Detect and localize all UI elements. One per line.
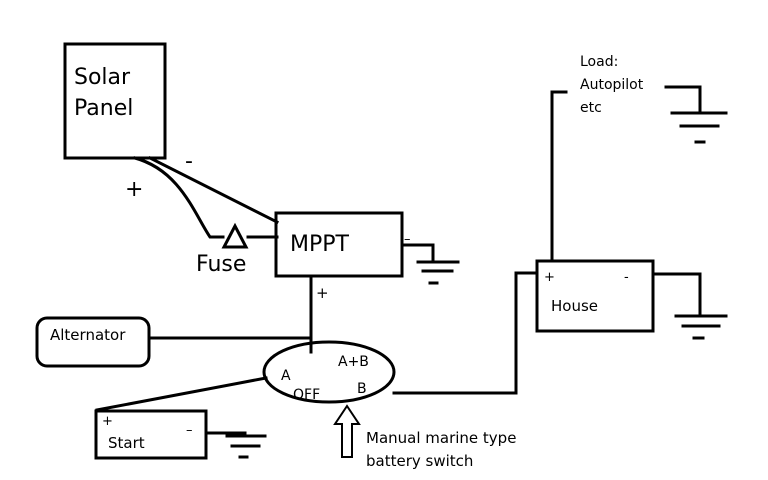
mppt-controller: MPPT [274,211,404,278]
switch-position-b: B [357,381,367,397]
mppt-negative-sign: – [404,232,411,247]
load-ground-icon [670,111,728,144]
alternator: Alternator [35,316,151,368]
house-battery-label: House [551,297,598,315]
mppt-ground-icon [416,260,460,285]
mppt-positive-sign: + [316,284,329,302]
fuse-label: Fuse [196,252,246,277]
switch-pointer-arrow [333,404,361,458]
switch-position-a: A [281,368,291,384]
solar-panel: Solar Panel [63,42,167,160]
load-label-line3: etc [580,100,602,116]
start-battery: + Start – [94,409,208,460]
house-ground-icon [674,314,728,340]
start-battery-negative: – [186,423,193,438]
solar-negative-wire [147,155,280,225]
battery-switch: A A+B OFF B [262,340,396,404]
solar-positive-wire [133,156,225,239]
house-battery-negative: - [624,270,629,285]
mppt-ground-wire [400,243,435,264]
load-label-line1: Load: [580,54,618,70]
solar-negative-sign: - [185,149,193,174]
solar-panel-label-line1: Solar [74,65,131,90]
solar-positive-sign: + [125,177,143,202]
fuse-symbol: Fuse [196,222,249,277]
house-battery-positive: + [544,270,555,285]
start-battery-positive: + [102,414,113,429]
switch-b-to-house-wire [392,271,539,395]
start-ground-icon [225,434,267,459]
switch-a-to-start-wire [95,376,268,412]
load-ground-wire [664,85,702,115]
house-to-load-wire [550,90,568,263]
alternator-label: Alternator [50,326,126,344]
switch-caption-line2: battery switch [366,452,473,470]
mppt-label: MPPT [290,232,350,257]
load-label-line2: Autopilot [580,77,644,93]
switch-position-ab: A+B [338,354,369,370]
switch-position-off: OFF [293,387,320,403]
switch-caption-line1: Manual marine type [366,429,516,447]
solar-panel-label-line2: Panel [74,96,133,121]
house-battery: + House - [535,259,655,333]
start-battery-label: Start [108,434,145,452]
house-ground-wire [651,272,702,318]
